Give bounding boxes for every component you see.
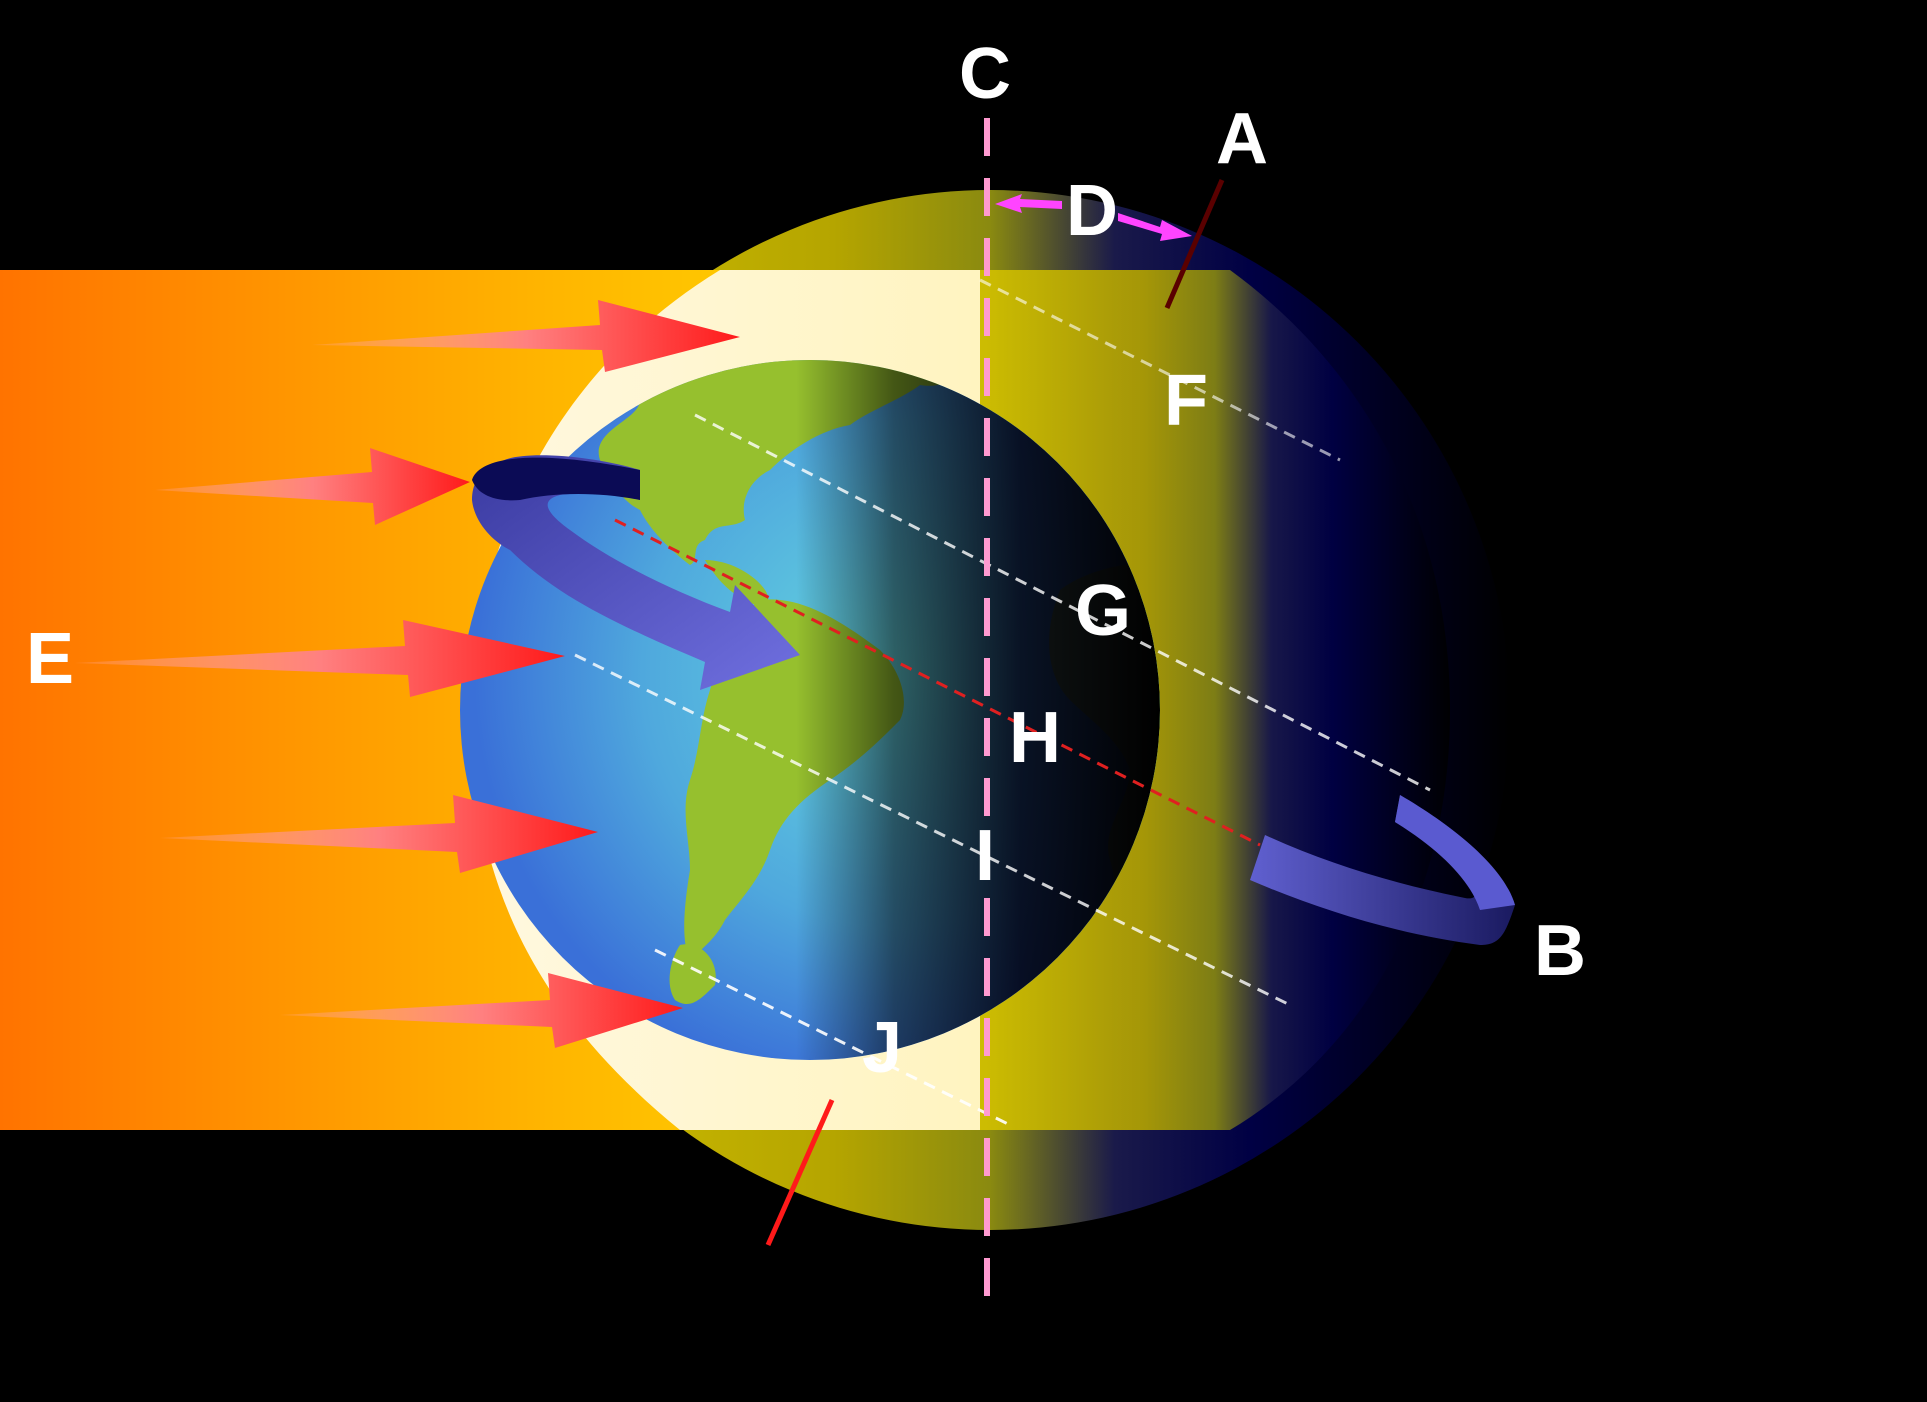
tropic-of-capricorn-line [574, 653, 1291, 1007]
sun-ray-5 [280, 973, 683, 1048]
latitude-lines [574, 278, 1431, 1127]
label-i: I [975, 816, 995, 896]
label-a: A [1216, 99, 1268, 179]
continents [460, 360, 1160, 1060]
label-b: B [1534, 911, 1586, 991]
label-f: F [1164, 361, 1208, 441]
axial-tilt-angle-arrow [995, 194, 1192, 241]
label-d: D [1066, 171, 1118, 251]
label-h: H [1009, 698, 1061, 778]
sun-ray-4 [160, 795, 598, 873]
label-e: E [26, 619, 74, 699]
sun-ray-1 [312, 300, 740, 372]
rotation-arrow [472, 455, 1515, 945]
label-j: J [862, 1008, 902, 1088]
tropic-of-cancer-line [694, 413, 1431, 792]
diagram-labels: A B C D E F G H I J [26, 34, 1586, 1088]
earth-axis-top [1164, 179, 1225, 309]
equator-line [614, 518, 1261, 847]
earth-axis-bottom [765, 1098, 835, 1247]
antarctic-circle-line [654, 948, 1011, 1127]
label-c: C [959, 34, 1011, 114]
label-g: G [1075, 571, 1131, 651]
sun-ray-2 [155, 448, 470, 525]
sun-ray-3 [75, 620, 565, 697]
sun-rays [75, 300, 740, 1048]
arctic-circle-line [979, 278, 1341, 462]
